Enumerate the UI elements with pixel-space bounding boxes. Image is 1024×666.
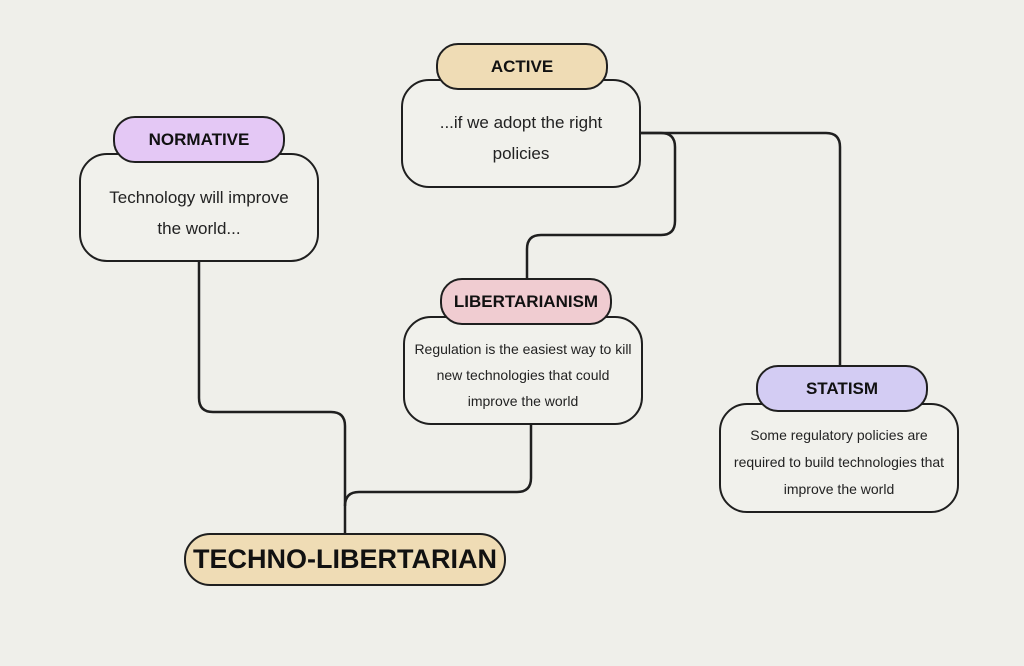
techno-libertarian-label: TECHNO-LIBERTARIAN <box>184 533 506 586</box>
connector-libertarianism-root <box>343 425 533 507</box>
active-label: ACTIVE <box>436 43 608 90</box>
connector-active-statism <box>641 131 842 366</box>
active-text: ...if we adopt the right policies <box>439 112 603 163</box>
libertarianism-text: Regulation is the easiest way to kill ne… <box>414 340 632 409</box>
statism-card: Some regulatory policies are required to… <box>719 403 959 513</box>
normative-label: NORMATIVE <box>113 116 285 163</box>
statism-text: Some regulatory policies are required to… <box>733 426 945 497</box>
libertarianism-card: Regulation is the easiest way to kill ne… <box>403 316 643 425</box>
connector-active-libertarianism <box>525 131 677 280</box>
normative-card: Technology will improve the world... <box>79 153 319 262</box>
active-card: ...if we adopt the right policies <box>401 79 641 188</box>
statism-label: STATISM <box>756 365 928 412</box>
normative-text: Technology will improve the world... <box>109 187 289 238</box>
libertarianism-label: LIBERTARIANISM <box>440 278 612 325</box>
connector-normative-root <box>197 262 347 533</box>
